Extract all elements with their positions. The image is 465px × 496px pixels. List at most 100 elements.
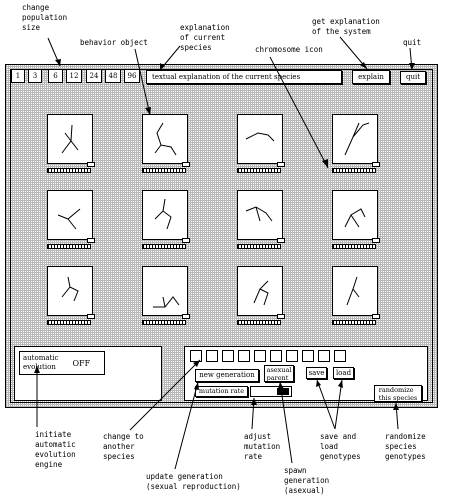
chromosome-icon[interactable] — [277, 162, 285, 167]
annotation-initiate-auto-evolution: initiate automatic evolution engine — [35, 430, 76, 469]
chromosome-icon[interactable] — [277, 238, 285, 243]
species-selector-button[interactable] — [222, 350, 234, 362]
creature-figure — [344, 208, 366, 228]
species-selector-button[interactable] — [286, 350, 298, 362]
arrow-change-species — [129, 359, 201, 431]
genotype-strip — [237, 244, 281, 249]
behavior-object[interactable] — [142, 114, 188, 164]
creature-figure — [154, 198, 172, 230]
chromosome-icon[interactable] — [182, 162, 190, 167]
automatic-evolution-toggle[interactable]: automatic evolution OFF — [19, 351, 105, 375]
behavior-object[interactable] — [237, 114, 283, 164]
automatic-evolution-panel: automatic evolution OFF — [14, 346, 162, 401]
load-button[interactable]: load — [333, 367, 354, 379]
creature-figure — [61, 276, 79, 302]
annotation-change-population-size: change population size — [22, 3, 68, 32]
annotation-explanation-current-species: explanation of current species — [180, 23, 230, 52]
population-size-96-button[interactable]: 96 — [124, 69, 140, 83]
genotype-strip — [47, 168, 91, 173]
chromosome-icon[interactable] — [182, 238, 190, 243]
quit-button[interactable]: quit — [400, 71, 426, 84]
annotation-randomize: randomize species genotypes — [385, 432, 426, 461]
behavior-object[interactable] — [237, 266, 283, 316]
species-selector-button[interactable] — [270, 350, 282, 362]
creature-figure — [153, 296, 180, 308]
population-size-48-button[interactable]: 48 — [105, 69, 121, 83]
chromosome-icon[interactable] — [87, 162, 95, 167]
chromosome-icon[interactable] — [277, 314, 285, 319]
annotation-get-explanation-system: get explanation of the system — [312, 17, 380, 36]
population-size-24-button[interactable]: 24 — [86, 69, 102, 83]
behavior-object[interactable] — [332, 266, 378, 316]
species-selector-button[interactable] — [206, 350, 218, 362]
behavior-object[interactable] — [142, 266, 188, 316]
creature-figure — [245, 206, 273, 222]
annotation-adjust-mutation: adjust mutation rate — [244, 432, 281, 461]
arrow-spawn-generation — [279, 381, 293, 464]
creature-figure — [61, 124, 79, 154]
explain-button[interactable]: explain — [352, 70, 390, 84]
species-selector-button[interactable] — [254, 350, 266, 362]
automatic-evolution-state: OFF — [72, 358, 91, 368]
species-selector-button[interactable] — [334, 350, 346, 362]
genotype-strip — [237, 320, 281, 325]
genotype-strip — [332, 168, 376, 173]
creature-figure — [253, 280, 269, 306]
behavior-object[interactable] — [237, 190, 283, 240]
behavior-object[interactable] — [332, 190, 378, 240]
genotype-strip — [47, 244, 91, 249]
mutation-rate-slider-thumb[interactable] — [277, 388, 289, 395]
population-size-1-button[interactable]: 1 — [11, 69, 25, 83]
chromosome-icon[interactable] — [87, 314, 95, 319]
annotation-behavior-object: behavior object — [80, 38, 148, 47]
creature-figure — [57, 208, 81, 230]
save-button[interactable]: save — [306, 367, 327, 379]
species-selector-button[interactable] — [318, 350, 330, 362]
creature-figure — [344, 122, 370, 156]
annotation-update-generation: update generation (sexual reproduction) — [146, 472, 241, 491]
chromosome-icon[interactable] — [372, 314, 380, 319]
annotation-chromosome-icon: chromosome icon — [255, 45, 323, 54]
species-selector-button[interactable] — [302, 350, 314, 362]
new-generation-button[interactable]: new generation — [195, 369, 259, 382]
creature-figure — [154, 122, 177, 156]
genotype-strip — [332, 320, 376, 325]
behavior-object[interactable] — [332, 114, 378, 164]
annotation-spawn-generation: spawn generation (asexual) — [284, 466, 330, 495]
chromosome-icon[interactable] — [372, 238, 380, 243]
species-selector-button[interactable] — [190, 350, 202, 362]
population-size-3-button[interactable]: 3 — [28, 69, 42, 83]
species-selector-button[interactable] — [238, 350, 250, 362]
genotype-strip — [237, 168, 281, 173]
arrow-behavior-object — [134, 48, 151, 116]
chromosome-icon[interactable] — [182, 314, 190, 319]
behavior-object[interactable] — [47, 190, 93, 240]
arrow-save — [316, 379, 336, 430]
species-explanation-field: textual explanation of the current speci… — [146, 70, 342, 84]
chromosome-icon[interactable] — [87, 238, 95, 243]
mutation-rate-slider[interactable] — [250, 386, 292, 397]
arrow-load — [334, 379, 343, 430]
behavior-object[interactable] — [47, 114, 93, 164]
genotype-strip — [142, 244, 186, 249]
population-size-12-button[interactable]: 12 — [66, 69, 82, 83]
behavior-object[interactable] — [142, 190, 188, 240]
creature-figure — [245, 132, 275, 142]
arrow-update-generation — [174, 381, 199, 470]
creature-figure — [346, 276, 360, 306]
annotation-change-species: change to another species — [103, 432, 144, 461]
behavior-object[interactable] — [47, 266, 93, 316]
randomize-species-button[interactable]: randomize this species — [374, 385, 422, 402]
asexual-parent-button[interactable]: asexual parent — [264, 365, 294, 382]
chromosome-icon[interactable] — [372, 162, 380, 167]
arrow-chromosome-icon — [269, 56, 329, 169]
genotype-strip — [142, 168, 186, 173]
genotype-strip — [332, 244, 376, 249]
annotation-quit: quit — [403, 38, 422, 47]
genotype-strip — [47, 320, 91, 325]
population-size-6-button[interactable]: 6 — [48, 69, 63, 83]
automatic-evolution-label: automatic evolution — [23, 354, 59, 371]
annotation-save-load: save and load genotypes — [320, 432, 361, 461]
application-inner-frame — [10, 69, 433, 403]
